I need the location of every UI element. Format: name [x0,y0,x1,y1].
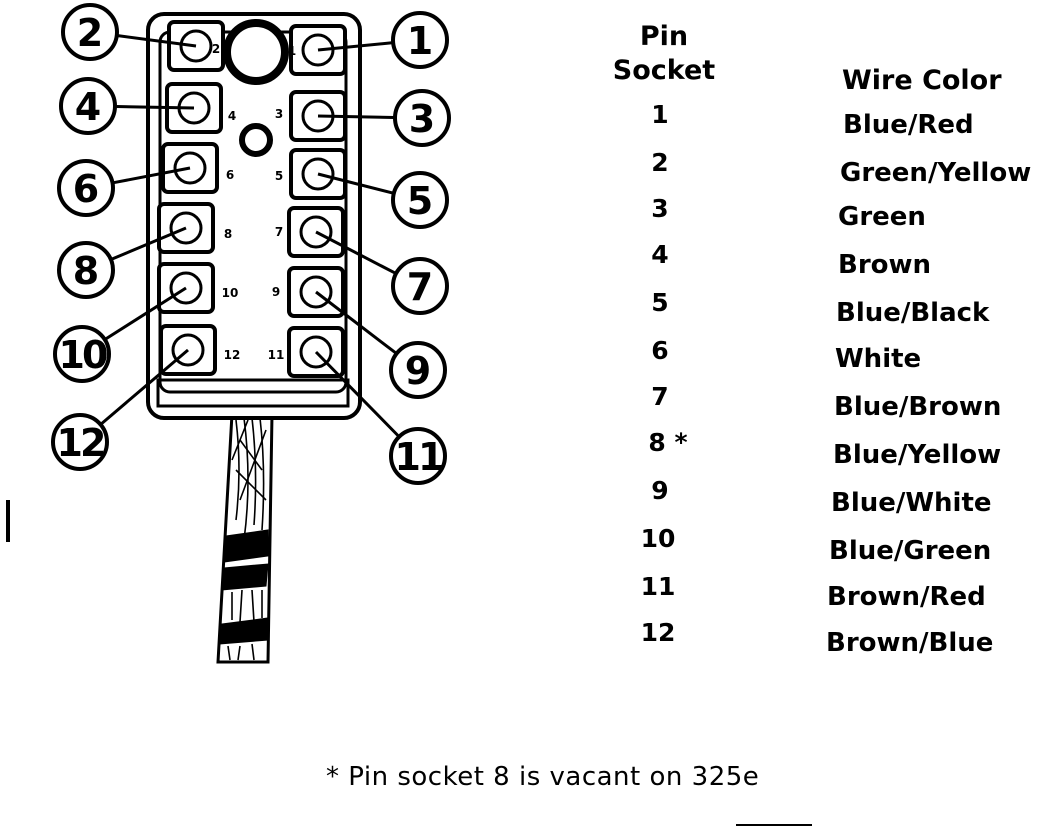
pin-socket-label: 11 [268,348,285,362]
callout-circle [389,341,447,399]
pin-hole [169,211,203,245]
table-row-pin: 6 [651,336,669,365]
callout-number: 2 [77,11,103,55]
callout-number: 1 [407,19,433,63]
table-row-color: Brown [838,250,932,280]
callout-circle [51,413,109,471]
table-row-color: Brown/Red [827,582,986,612]
leader-line [317,172,394,195]
table-row-color: Blue/Brown [834,392,1002,422]
wire-bundle [216,412,274,664]
pin-header-line2: Socket [612,55,716,86]
pin-socket-label: 1 [288,44,296,58]
callout-circle [391,11,449,69]
pin-socket-label: 10 [222,286,239,300]
leader-line [315,230,396,275]
leader-line [111,226,187,261]
pin-hole [299,215,333,249]
callout-circle [389,427,447,485]
callout-circle [391,257,449,315]
table-row-color: Blue/Red [843,110,974,140]
pin-hole [301,157,335,191]
callout-number: 9 [405,349,431,393]
table-row-color: Blue/Black [836,298,990,328]
leader-line [104,286,187,341]
pin-header-line1: Pin [639,21,689,52]
callout-circle [59,77,117,135]
leader-line [117,34,197,48]
leader-line [314,350,400,438]
table-row-pin: 4 [651,240,669,269]
wire-color-header: Wire Color [842,65,1002,96]
table-row-color: White [835,344,922,374]
pin-hole [171,333,205,367]
pin-hole [169,271,203,305]
footnote: * Pin socket 8 is vacant on 325e [326,762,760,792]
table-row-pin: 8 * [648,428,688,457]
table-row-pin: 1 [651,100,669,129]
callout-circle [57,241,115,299]
scan-mark-left [6,500,10,542]
leader-line [113,166,191,185]
pin-socket-label: 8 [224,227,232,241]
callout-number: 8 [73,249,99,293]
table-row-pin: 12 [640,618,676,647]
pin-hole [173,151,207,185]
pin-hole [179,29,213,63]
callout-number: 3 [409,97,435,141]
table-row-color: Blue/White [831,488,992,518]
pin-socket-label: 6 [226,168,234,182]
pin-socket-label: 5 [275,169,283,183]
leader-line [100,348,189,425]
leader-line [315,290,397,355]
callout-number: 4 [75,85,101,129]
key-circle [223,19,289,85]
pin-socket-label: 3 [275,107,283,121]
pin-hole [299,335,333,369]
callout-circle [57,159,115,217]
table-row-color: Green/Yellow [840,158,1032,188]
scan-mark-bottom [736,824,812,826]
table-row-pin: 2 [651,148,669,177]
table-row-color: Blue/Green [829,536,992,566]
callout-number: 11 [395,435,442,479]
callout-circle [391,171,449,229]
pin-socket-label: 2 [212,42,220,56]
pin-socket-label: 9 [272,285,280,299]
pin-socket-label: 4 [228,109,236,123]
callout-number: 7 [407,265,433,309]
table-row-pin: 7 [651,382,669,411]
table-row-color: Brown/Blue [826,628,994,658]
table-row-color: Green [838,202,926,232]
callout-circle [53,325,111,383]
table-row-pin: 3 [651,194,669,223]
callout-number: 12 [57,421,104,465]
pin-socket-header: Pin Socket [612,20,716,88]
callout-number: 5 [407,179,433,223]
table-row-pin: 11 [640,572,676,601]
table-row-color: Blue/Yellow [833,440,1002,470]
leader-line [317,41,393,52]
leader-line [317,114,395,119]
callout-number: 6 [73,167,99,211]
pin-hole [299,275,333,309]
callout-circle [61,3,119,61]
leader-line [115,105,195,110]
callout-circle [393,89,451,147]
table-row-pin: 5 [651,288,669,317]
pin-socket-label: 7 [275,225,283,239]
table-row-pin: 9 [651,476,669,505]
pin-socket-label: 12 [224,348,241,362]
callout-number: 10 [59,333,107,377]
key-hole [239,123,273,157]
table-row-pin: 10 [640,524,676,553]
